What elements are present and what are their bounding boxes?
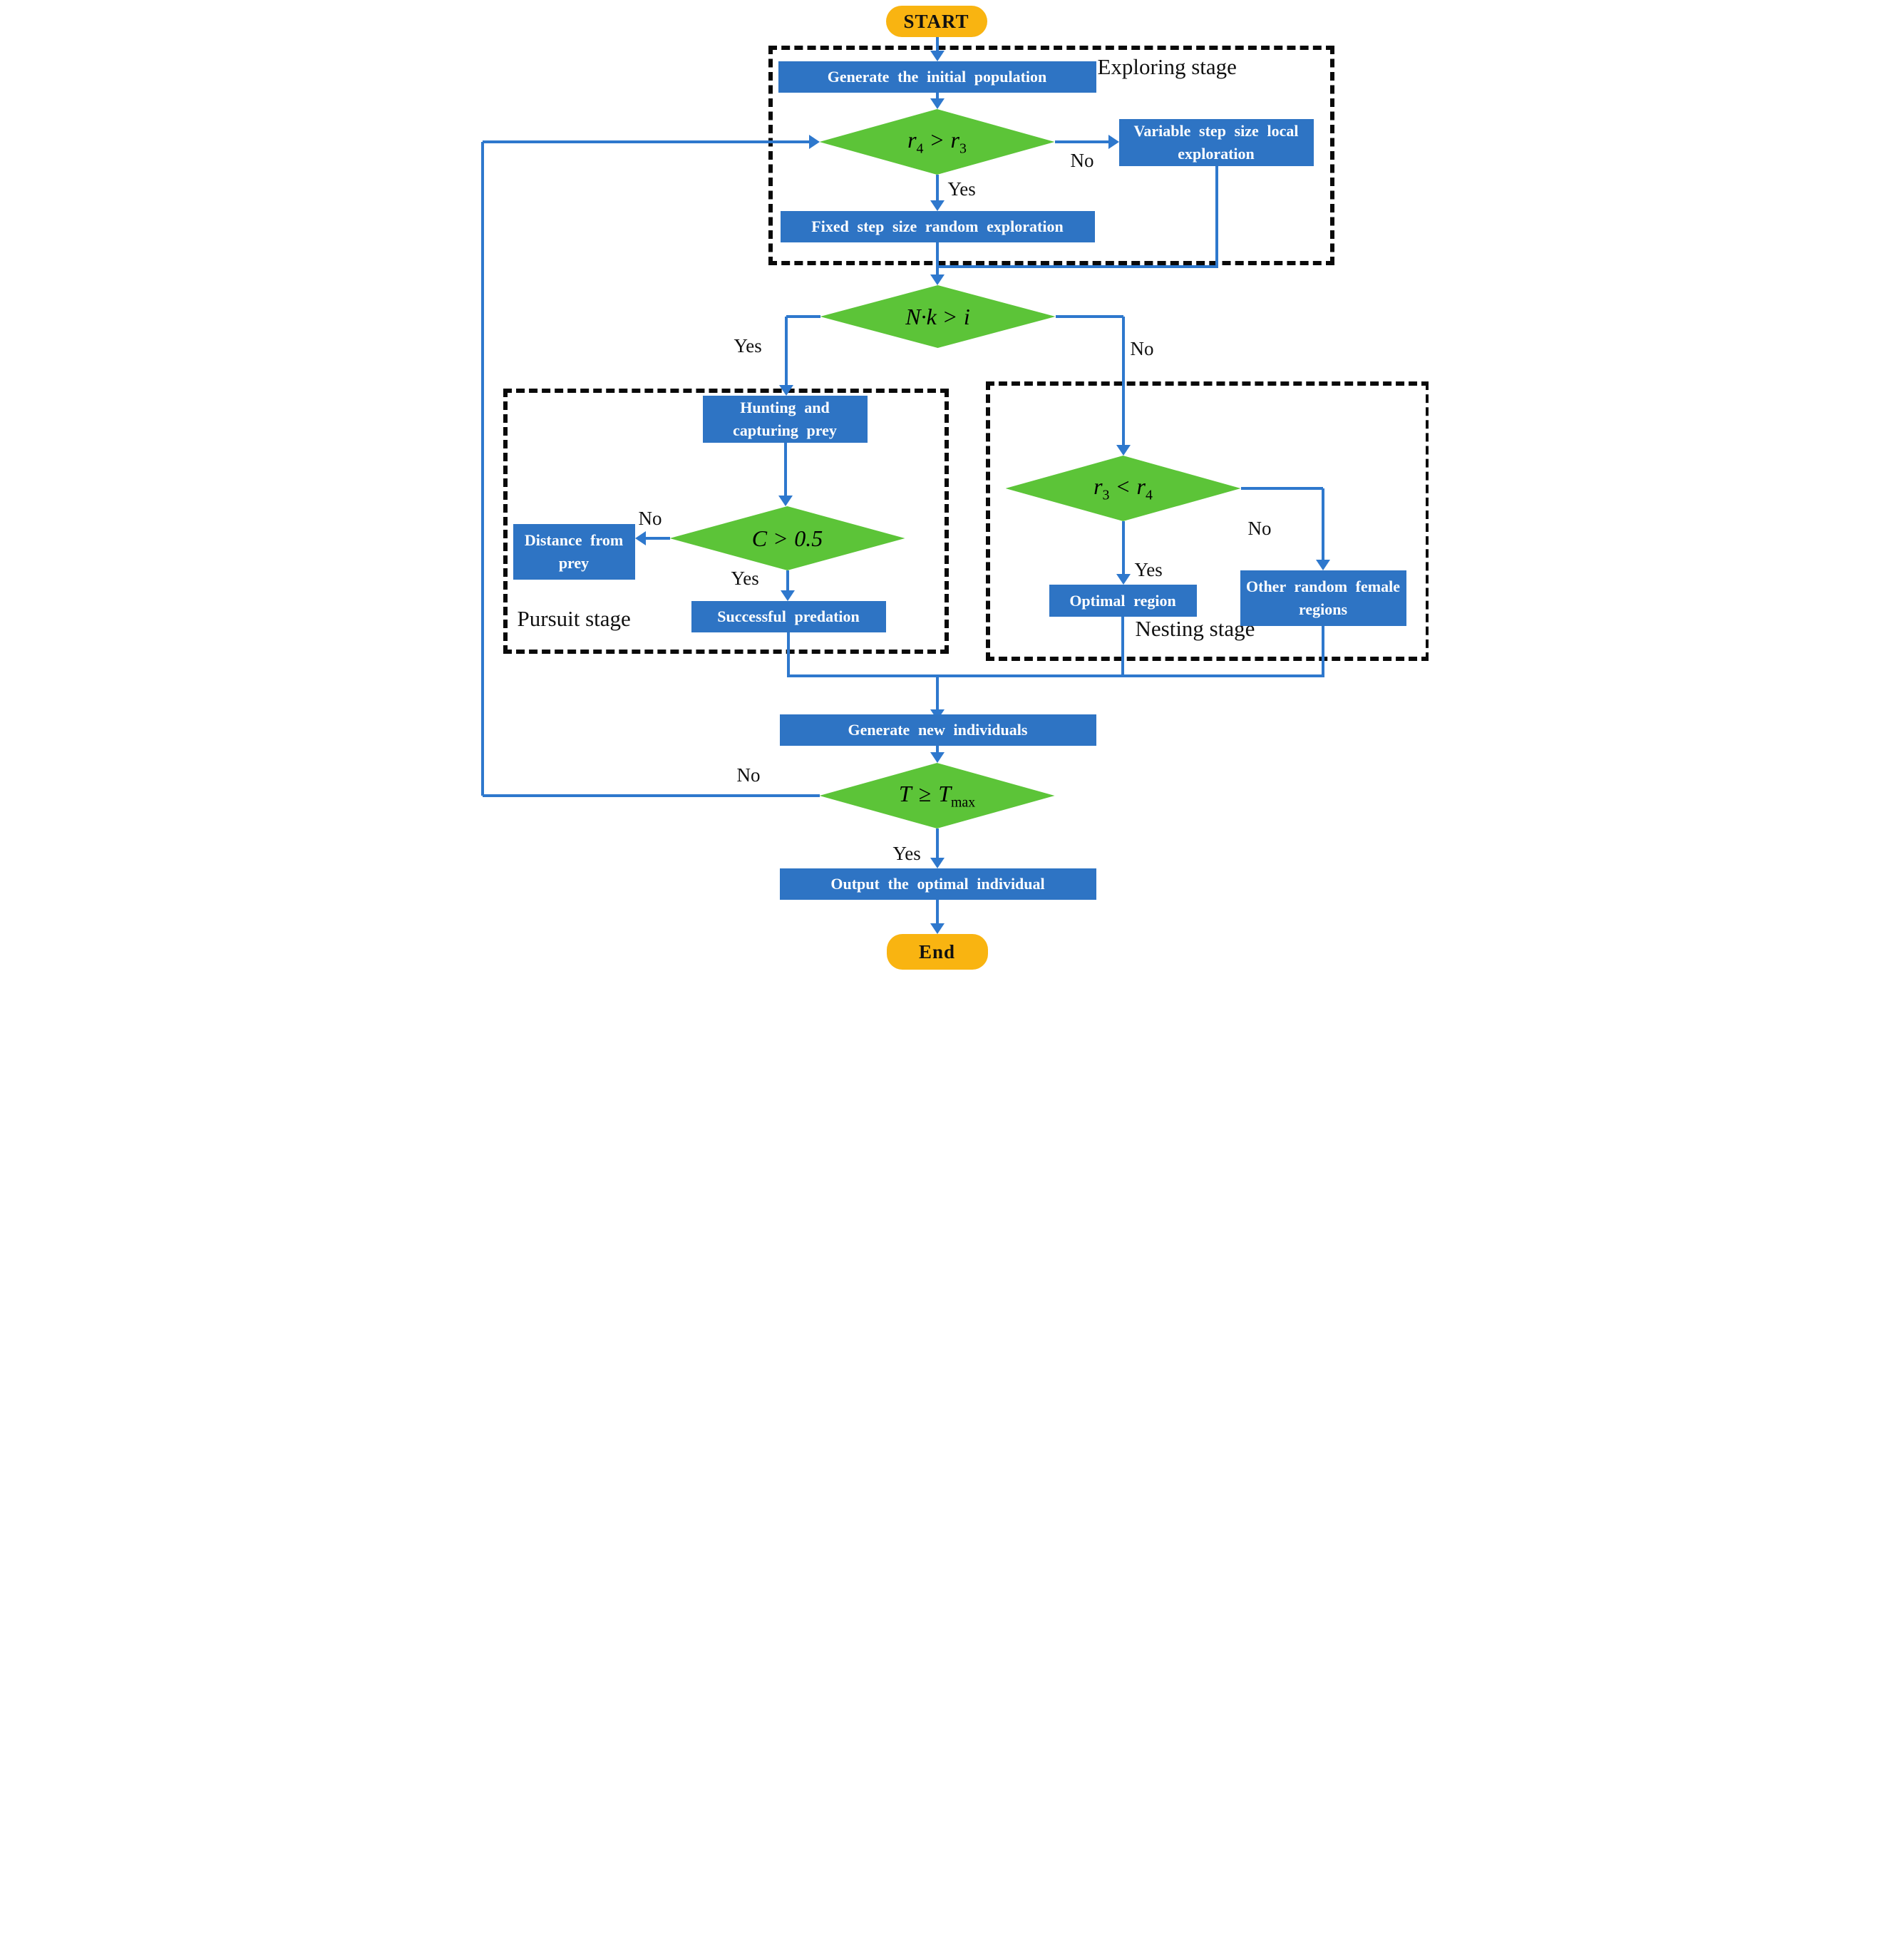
arrowhead-feedback-into-d1 <box>808 135 820 149</box>
connector-predation-down <box>786 632 790 677</box>
process-hunting-capturing-prey: Hunting and capturing prey <box>702 396 868 443</box>
edge-label-no-d1: No <box>1070 150 1094 171</box>
arrowhead-into-d2 <box>930 274 945 285</box>
arrowhead-into-other <box>1315 560 1330 570</box>
connector-fixed-to-d2 <box>935 242 939 279</box>
process-optimal-region: Optimal region <box>1049 585 1197 617</box>
arrowhead-into-generate <box>930 51 945 61</box>
connector-d3-yes-down <box>786 570 789 595</box>
process-generate-new-individuals: Generate new individuals <box>779 714 1096 746</box>
arrowhead-into-output <box>930 858 945 868</box>
start-label: START <box>903 10 969 32</box>
end-terminal: End <box>886 934 988 970</box>
connector-other-down <box>1321 626 1324 677</box>
edge-label-no-d4: No <box>1247 518 1272 539</box>
process-output-optimal-individual: Output the optimal individual <box>779 868 1096 900</box>
connector-d2-no-right <box>1055 315 1123 318</box>
connector-feedback-left <box>480 142 484 796</box>
decision-r3-lt-r4-label: r3<r4 <box>1093 473 1153 503</box>
process-distance-from-prey: Distance from prey <box>513 524 635 580</box>
pursuit-stage-label: Pursuit stage <box>517 606 631 631</box>
arrowhead-into-d1 <box>930 98 945 109</box>
connector-generate-new-to-d5 <box>935 746 939 754</box>
connector-d3-no-left <box>645 537 670 540</box>
connector-bar-to-generate-new <box>935 676 939 712</box>
edge-label-yes-d5: Yes <box>892 843 921 864</box>
connector-hunting-to-d3 <box>783 443 787 501</box>
arrowhead-into-variable <box>1108 135 1119 149</box>
decision-t-ge-tmax: T≥Tmax <box>819 763 1055 828</box>
connector-d1-yes-down <box>935 175 939 205</box>
decision-c-gt-05-label: C>0.5 <box>751 525 823 551</box>
process-variable-step-size: Variable step size local exploration <box>1118 119 1314 166</box>
start-terminal: START <box>885 6 987 37</box>
pursuit-stage-box <box>503 389 949 654</box>
connector-d2-yes-left <box>786 315 820 318</box>
edge-label-yes-d3: Yes <box>731 568 759 589</box>
end-label: End <box>918 940 956 963</box>
decision-t-ge-tmax-label: T≥Tmax <box>898 780 976 811</box>
connector-d4-no-down <box>1321 488 1324 565</box>
nesting-stage-label: Nesting stage <box>1135 616 1255 641</box>
connector-optimal-down <box>1121 617 1124 677</box>
edge-label-no-d2: No <box>1130 338 1154 359</box>
arrowhead-into-predation <box>780 590 795 601</box>
decision-nk-gt-i-label: N·k>i <box>905 303 970 329</box>
connector-d2-yes-down <box>784 317 788 390</box>
arrowhead-into-optimal <box>1116 574 1131 585</box>
connector-d2-no-down <box>1121 317 1125 450</box>
connector-d4-yes-down <box>1121 521 1125 579</box>
arrowhead-into-d5 <box>930 752 945 763</box>
connector-generate-to-d1 <box>935 93 939 103</box>
edge-label-yes-d4: Yes <box>1134 559 1163 580</box>
exploring-stage-label: Exploring stage <box>1097 54 1237 79</box>
connector-start-to-generate <box>935 37 939 56</box>
connector-d4-no-right <box>1240 487 1323 490</box>
connector-feedback-top <box>482 140 809 143</box>
connector-output-to-end <box>935 900 939 925</box>
arrowhead-into-fixed <box>930 200 945 211</box>
connector-merge-horizontal <box>937 265 1217 268</box>
connector-variable-down <box>1215 166 1218 268</box>
flowchart-canvas: Exploring stage Pursuit stage Nesting st… <box>475 0 1429 975</box>
connector-feedback-bottom <box>482 794 820 797</box>
process-fixed-step-size: Fixed step size random exploration <box>780 211 1095 242</box>
arrowhead-into-d3 <box>778 496 793 506</box>
edge-label-no-d3: No <box>638 508 662 529</box>
edge-label-no-d5: No <box>736 764 761 786</box>
process-successful-predation: Successful predation <box>691 601 886 632</box>
decision-nk-gt-i: N·k>i <box>820 285 1056 348</box>
arrowhead-into-distance <box>634 531 646 545</box>
exploring-stage-box <box>768 46 1334 265</box>
connector-d5-yes-down <box>935 828 939 860</box>
process-other-random-female-regions: Other random female regions <box>1240 570 1406 626</box>
nesting-stage-box <box>985 381 1429 661</box>
edge-label-yes-d1: Yes <box>947 178 976 200</box>
process-generate-initial-population: Generate the initial population <box>778 61 1096 93</box>
arrowhead-into-end <box>930 923 945 934</box>
decision-r4-gt-r3-label: r4>r3 <box>907 126 967 157</box>
connector-merge-bar <box>786 674 1324 677</box>
arrowhead-into-d4 <box>1116 445 1131 456</box>
connector-d1-no-right <box>1054 140 1112 143</box>
arrowhead-into-hunting <box>778 385 793 396</box>
edge-label-yes-d2: Yes <box>734 335 762 356</box>
